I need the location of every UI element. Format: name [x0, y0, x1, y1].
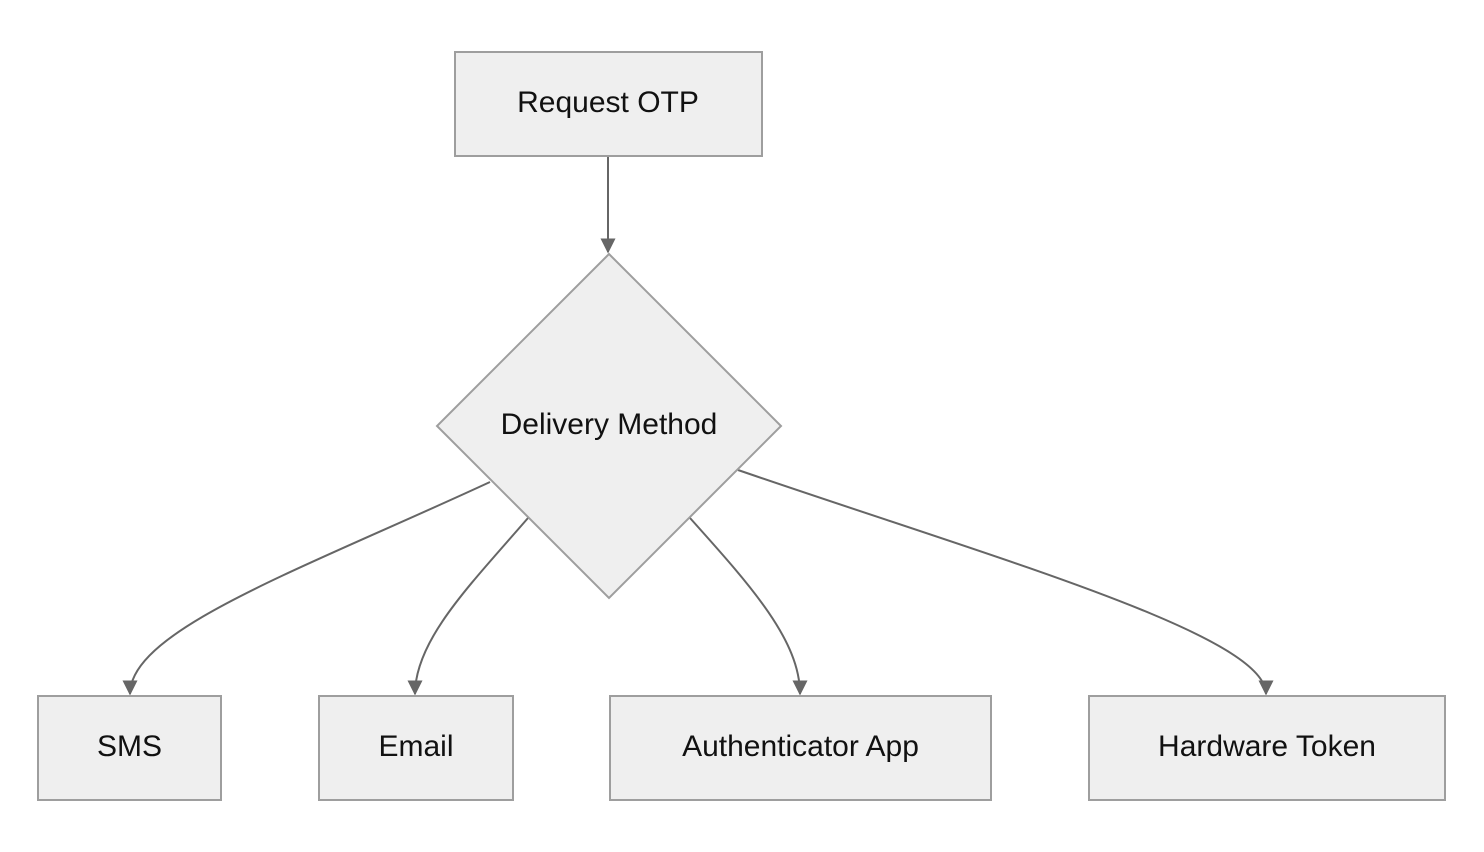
- edge-method-to-hardware-token: [737, 469, 1274, 696]
- node-request-otp-label: Request OTP: [517, 86, 699, 119]
- node-hardware-token-label: Hardware Token: [1158, 730, 1376, 763]
- edges: [122, 157, 1274, 696]
- edge-method-to-authenticator-app: [689, 517, 808, 696]
- node-request-otp: Request OTP: [454, 51, 763, 157]
- node-authenticator-app-label: Authenticator App: [682, 730, 919, 763]
- node-sms-label: SMS: [97, 730, 162, 763]
- node-delivery-method-label: Delivery Method: [501, 408, 718, 441]
- node-email: Email: [318, 695, 514, 801]
- node-hardware-token: Hardware Token: [1088, 695, 1446, 801]
- node-email-label: Email: [378, 730, 453, 763]
- node-delivery-method: Delivery Method: [435, 252, 783, 600]
- edge-method-to-email: [407, 517, 529, 696]
- edge-method-to-sms: [122, 481, 491, 696]
- node-authenticator-app: Authenticator App: [609, 695, 992, 801]
- node-sms: SMS: [37, 695, 222, 801]
